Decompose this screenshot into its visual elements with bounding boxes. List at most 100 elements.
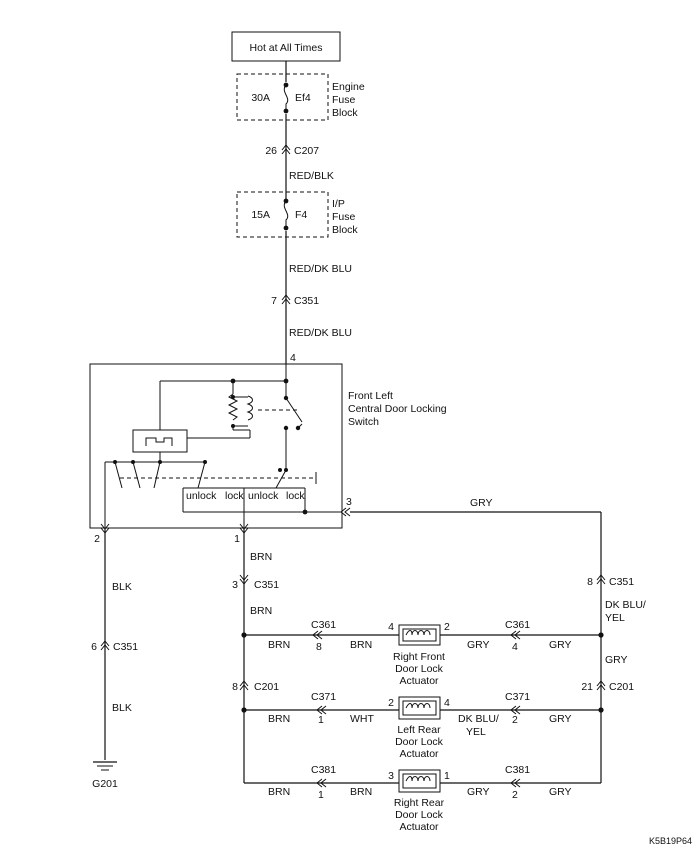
c371-left-name: C371 (311, 691, 336, 703)
rf-actuator-label-line2: Door Lock (395, 663, 444, 675)
lr-actuator-label-line1: Left Rear (397, 724, 441, 736)
row3-gry-label-2: GRY (549, 786, 572, 798)
switch-pin-2: 2 (94, 533, 100, 545)
ip-fuse-block-line3: Block (332, 224, 358, 236)
wire-blk-label-1: BLK (112, 581, 132, 593)
fuse-ef4-id: Ef4 (295, 92, 311, 104)
wire-brn-label-2: BRN (250, 605, 272, 617)
c207-pin: 26 (265, 145, 277, 157)
wire-gry-label-right: GRY (605, 654, 628, 666)
row1-gry-label-2: GRY (549, 639, 572, 651)
c381-left-pin: 1 (318, 789, 324, 801)
c201-right-name: C201 (609, 681, 634, 693)
c351-top-name: C351 (294, 295, 319, 307)
switch-pin-1: 1 (234, 533, 240, 545)
c361-left-pin: 8 (316, 641, 322, 653)
c351-right-pin: 8 (587, 576, 593, 588)
right-front-actuator-symbol (398, 624, 441, 646)
row2-dk-blu-yel-label-line1: DK BLU/ (458, 713, 499, 725)
ip-fuse-block-line2: Fuse (332, 211, 356, 223)
row1-brn-label-2: BRN (350, 639, 372, 651)
figure-code: K5B19P64 (649, 836, 692, 846)
switch-label-line3: Switch (348, 416, 379, 428)
c381-right-pin: 2 (512, 789, 518, 801)
ground-symbol (93, 761, 117, 771)
rr-actuator-pin-right: 1 (444, 770, 450, 782)
c361-left-name: C361 (311, 619, 336, 631)
c351-top-pin: 7 (271, 295, 277, 307)
engine-fuse-block-line1: Engine (332, 81, 365, 93)
c371-right-pin: 2 (512, 714, 518, 726)
fuse-ef4-symbol (283, 84, 289, 111)
c351-blk-name: C351 (113, 641, 138, 653)
switch-position-unlock-2: unlock (248, 490, 279, 502)
ip-fuse-block-line1: I/P (332, 198, 345, 210)
rr-actuator-label-line2: Door Lock (395, 809, 444, 821)
c351-right-name: C351 (609, 576, 634, 588)
c381-right-name: C381 (505, 764, 530, 776)
wire-red-dk-blu-label-1: RED/DK BLU (289, 263, 352, 275)
switch-pin-4: 4 (290, 352, 296, 364)
row2-dk-blu-yel-label-line2: YEL (466, 726, 486, 738)
engine-fuse-block-line3: Block (332, 107, 358, 119)
fuse-ef4-rating: 30A (251, 92, 270, 104)
wire-dk-blu-yel-right-line1: DK BLU/ (605, 599, 646, 611)
left-rear-actuator-symbol (398, 696, 441, 720)
rf-actuator-label-line3: Actuator (399, 675, 439, 687)
row3-gry-label-1: GRY (467, 786, 490, 798)
row2-gry-label: GRY (549, 713, 572, 725)
c371-left-pin: 1 (318, 714, 324, 726)
c351-brn-name: C351 (254, 579, 279, 591)
c351-blk-pin: 6 (91, 641, 97, 653)
c201-right-pin: 21 (581, 681, 593, 693)
rf-actuator-label-line1: Right Front (393, 651, 445, 663)
c201-left-name: C201 (254, 681, 279, 693)
wire-dk-blu-yel-right-line2: YEL (605, 612, 625, 624)
row2-wht-label: WHT (350, 713, 374, 725)
ground-label: G201 (92, 778, 118, 790)
c361-right-name: C361 (505, 619, 530, 631)
wire-brn-label-1: BRN (250, 551, 272, 563)
rr-actuator-label-line1: Right Rear (394, 797, 445, 809)
engine-fuse-block-line2: Fuse (332, 94, 356, 106)
row3-brn-label-2: BRN (350, 786, 372, 798)
row2-brn-label: BRN (268, 713, 290, 725)
fuse-f4-symbol (283, 200, 289, 228)
c361-right-pin: 4 (512, 641, 518, 653)
lr-actuator-pin-left: 2 (388, 697, 394, 709)
wire-red-dk-blu-label-2: RED/DK BLU (289, 327, 352, 339)
c381-left-name: C381 (311, 764, 336, 776)
lr-actuator-label-line3: Actuator (399, 748, 439, 760)
rr-actuator-label-line3: Actuator (399, 821, 439, 833)
row3-brn-label-1: BRN (268, 786, 290, 798)
wire-gry-label-top: GRY (470, 497, 493, 509)
power-source-label: Hot at All Times (250, 42, 323, 54)
fuse-f4-id: F4 (295, 209, 307, 221)
lr-actuator-label-line2: Door Lock (395, 736, 444, 748)
switch-position-lock-1: lock (225, 490, 244, 502)
switch-label-line2: Central Door Locking (348, 403, 447, 415)
switch-internal-circuit (104, 364, 342, 528)
engine-fuse-block-outline (236, 73, 329, 121)
switch-label-line1: Front Left (348, 390, 393, 402)
switch-housing (89, 363, 343, 529)
right-rear-actuator-symbol (398, 769, 441, 793)
wire-red-blk-label: RED/BLK (289, 170, 334, 182)
lr-actuator-pin-right: 4 (444, 697, 450, 709)
ip-fuse-block-outline (236, 191, 329, 238)
rr-actuator-pin-left: 3 (388, 770, 394, 782)
row1-brn-label-1: BRN (268, 639, 290, 651)
c207-name: C207 (294, 145, 319, 157)
c371-right-name: C371 (505, 691, 530, 703)
switch-position-unlock-1: unlock (186, 490, 217, 502)
switch-pin-3: 3 (346, 496, 352, 508)
fuse-f4-rating: 15A (251, 209, 270, 221)
switch-position-lock-2: lock (286, 490, 305, 502)
wire-blk-label-2: BLK (112, 702, 132, 714)
c351-brn-pin: 3 (232, 579, 238, 591)
rf-actuator-pin-left: 4 (388, 621, 394, 633)
c201-left-pin: 8 (232, 681, 238, 693)
rf-actuator-pin-right: 2 (444, 621, 450, 633)
